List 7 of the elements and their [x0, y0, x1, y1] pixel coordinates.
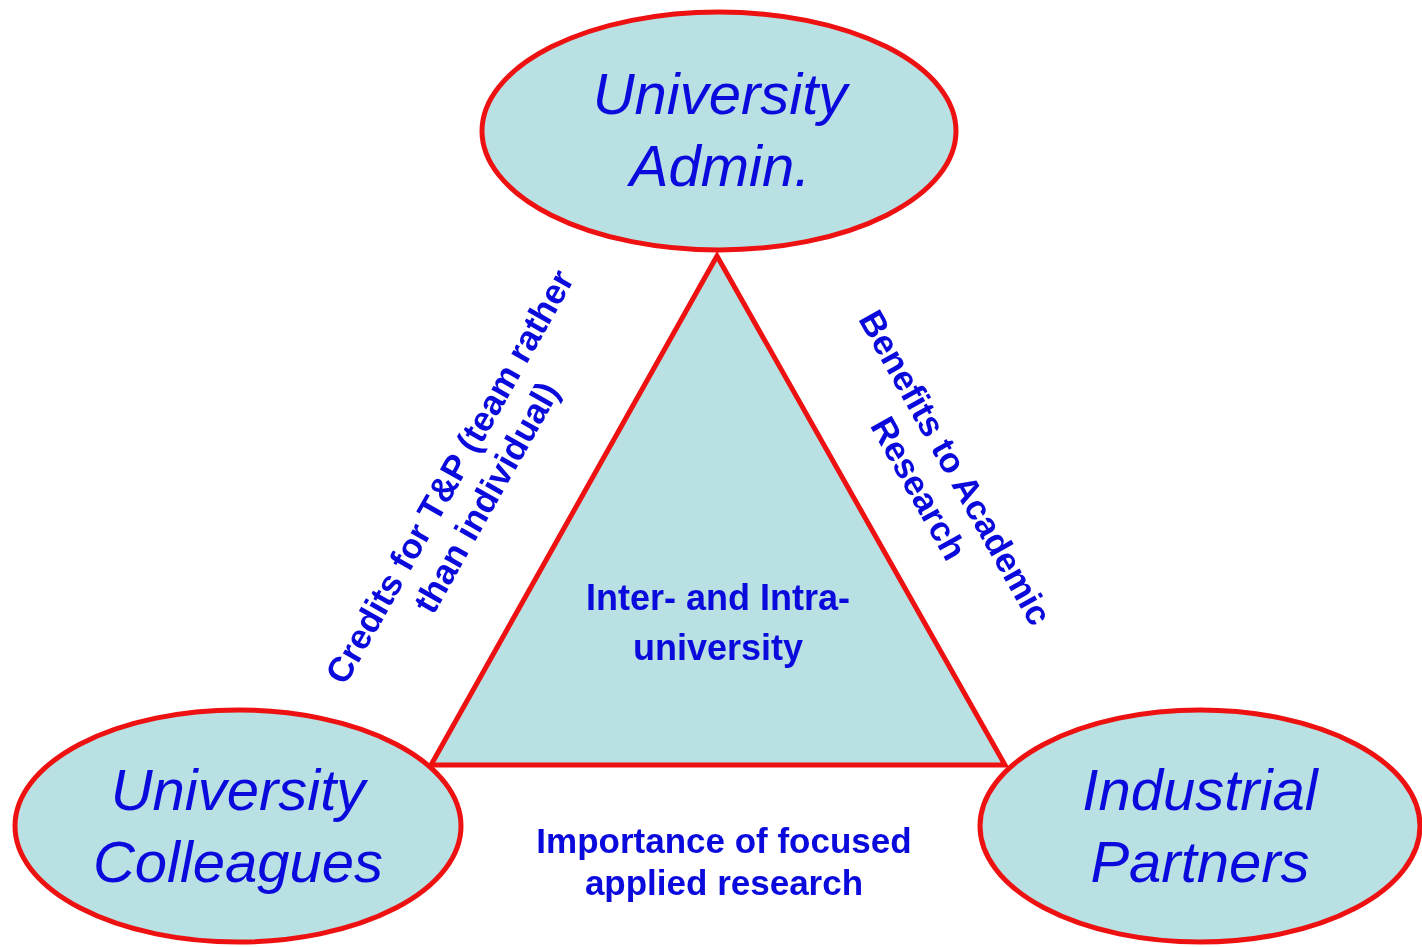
node-label: University Admin. — [591, 60, 851, 200]
node-label: Industrial Partners — [1081, 756, 1320, 896]
ellipse-node — [13, 708, 463, 944]
node-label: University Colleagues — [91, 756, 385, 896]
node-label: Inter- and Intra-university — [585, 576, 851, 670]
side-label: Importance of focused applied research — [535, 820, 913, 904]
ellipse-node — [480, 10, 958, 252]
